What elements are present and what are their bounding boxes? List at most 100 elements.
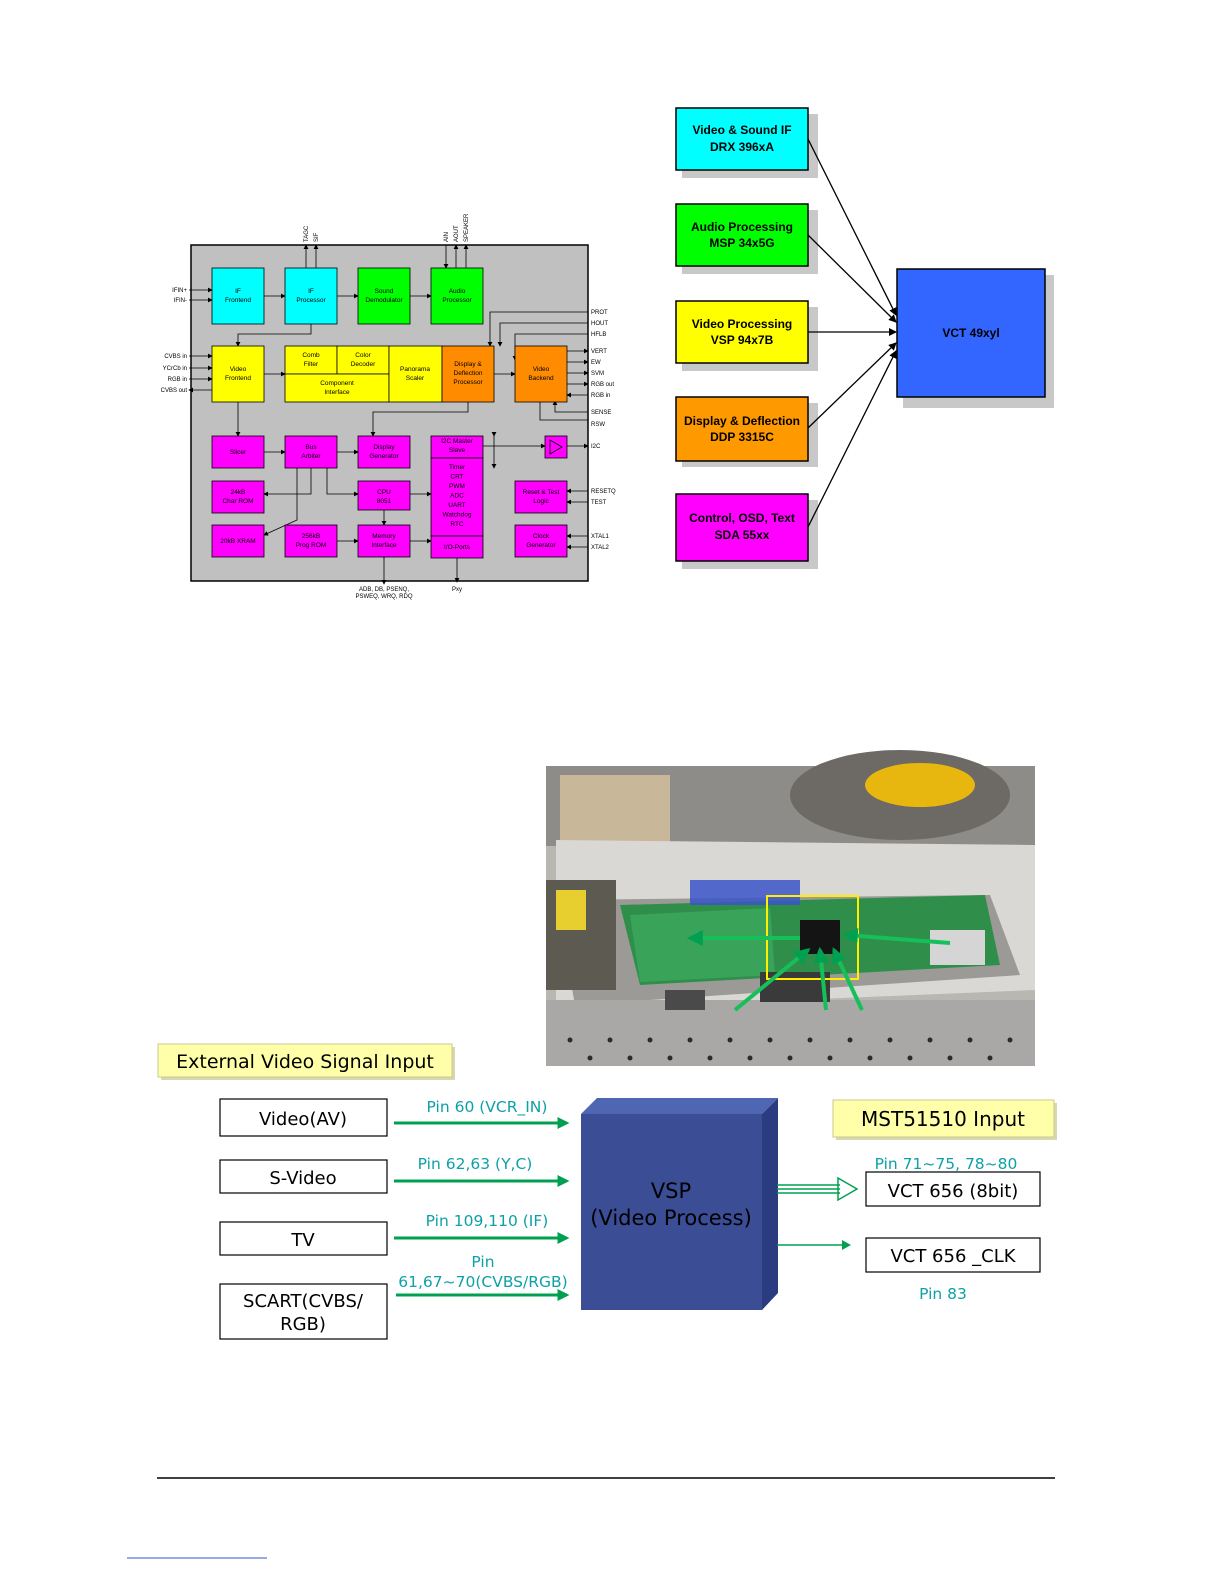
rtc-label: RTC <box>450 521 464 528</box>
memory-interface-block <box>357 524 411 558</box>
input-s-video-label: S-Video <box>269 1168 336 1189</box>
mst-input-header-box <box>832 1099 1055 1138</box>
video-frontend-label-2: Frontend <box>225 375 251 382</box>
buffer-triangle-icon <box>549 439 563 455</box>
external-input-header: External Video Signal Input <box>176 1051 434 1073</box>
photo-arrow-input-2 <box>733 947 811 1012</box>
pin-label-scart-2: 61,67~70(CVBS/RGB) <box>398 1273 567 1291</box>
pin-rgb-in-left: RGB in <box>168 377 187 383</box>
timer-label: Timer <box>449 464 466 471</box>
video-backend-label-2: Backend <box>528 375 554 382</box>
pin-hflb: HFLB <box>591 332 606 338</box>
ic-block-diagram: TAGC SIF AIN AOUT SPEAKER IFIN+ IFIN- CV… <box>161 213 616 600</box>
vsp-label-1: VSP <box>651 1179 691 1203</box>
disp-defl-label-3: Processor <box>453 379 483 386</box>
reset-logic-label: Reset & Test <box>523 489 560 496</box>
arrow-audio-to-vct <box>807 234 897 323</box>
chip-block-video-sound-if <box>675 107 809 171</box>
pin-rgb-out: RGB out <box>591 382 614 388</box>
output-vct656-8bit-label: VCT 656 (8bit) <box>888 1181 1019 1202</box>
vsp-chip <box>800 920 840 954</box>
chip-block-3-line2: VSP 94x7B <box>711 333 774 347</box>
display-generator-block <box>357 435 411 469</box>
if-processor-label-2: Processor <box>296 297 326 304</box>
arrow-control-to-vct <box>807 350 897 528</box>
panorama-label: Panorama <box>400 366 430 373</box>
pin-xtal1: XTAL1 <box>591 534 610 540</box>
chip-block-control-osd <box>675 493 809 562</box>
pin-label-video-av: Pin 60 (VCR_IN) <box>427 1098 548 1117</box>
audio-proc-label: Audio <box>449 288 466 295</box>
disp-defl-label-2: Deflection <box>454 370 483 377</box>
pin-label-s-video: Pin 62,63 (Y,C) <box>418 1155 533 1173</box>
pin-sense: SENSE <box>591 410 611 416</box>
pin-label-vct656-8bit: Pin 71~75, 78~80 <box>875 1155 1018 1173</box>
pin-ain: AIN <box>444 232 450 242</box>
comb-filter-label-2: Filter <box>304 361 319 368</box>
chip-block-display-deflection <box>675 396 809 462</box>
input-scart-box <box>219 1283 388 1340</box>
if-frontend-block <box>211 267 265 325</box>
output-vct656-clk-box <box>865 1237 1041 1273</box>
chip-block-1-line2: DRX 396xA <box>710 140 774 154</box>
pin-ew: EW <box>591 360 601 366</box>
memory-if-label-2: Interface <box>371 542 397 549</box>
pin-label-tv: Pin 109,110 (IF) <box>426 1212 549 1230</box>
char-rom-block <box>211 480 265 514</box>
chip-block-3-line1: Video Processing <box>692 317 792 331</box>
pin-cvbs-out: CVBS out <box>161 388 188 394</box>
pin-prot: PROT <box>591 310 608 316</box>
output-vct656-clk-label: VCT 656 _CLK <box>890 1246 1016 1267</box>
input-video-av-label: Video(AV) <box>259 1109 347 1130</box>
bus-label-1: ADB, DB, PSENQ, <box>359 587 409 593</box>
color-decoder-label-2: Decoder <box>351 361 376 368</box>
chip-block-audio <box>675 203 809 267</box>
disp-defl-label: Display & <box>454 361 482 368</box>
pin-hout: HOUT <box>591 321 608 327</box>
display-gen-label-2: Generator <box>369 453 399 460</box>
pin-rsw: RSW <box>591 422 605 428</box>
pin-test: TEST <box>591 500 607 506</box>
arrow-vct656-clk-head <box>842 1240 851 1250</box>
pwm-label: PWM <box>449 483 465 490</box>
cpu-label-2: 8051 <box>377 498 392 505</box>
pin-aout: AOUT <box>454 225 460 242</box>
reset-logic-label-2: Logic <box>533 498 549 505</box>
panorama-scaler-block <box>388 345 443 403</box>
crt-label: CRT <box>450 474 463 481</box>
sound-demodulator-block <box>357 267 411 325</box>
pin-tagc: TAGC <box>304 225 310 242</box>
vsp-box-top <box>581 1098 778 1114</box>
vsp-box <box>581 1114 762 1310</box>
chip-block-video <box>675 300 809 364</box>
pin-ifin-minus: IFIN- <box>174 298 187 304</box>
timer-group-block <box>430 457 484 537</box>
input-scart-label-2: RGB) <box>280 1314 326 1335</box>
io-ports-block <box>430 535 484 559</box>
component-if-label-2: Interface <box>324 389 350 396</box>
input-tv-label: TV <box>290 1230 315 1251</box>
color-decoder-block <box>336 345 390 375</box>
bus-arbiter-label: Bus <box>305 444 317 451</box>
video-frontend-label: Video <box>230 366 247 373</box>
pin-xtal2: XTAL2 <box>591 545 610 551</box>
pin-ycrcb-in: YCrCb in <box>163 366 187 372</box>
if-processor-label: IF <box>308 288 314 295</box>
prog-rom-label-2: Prog ROM <box>296 542 327 549</box>
prog-rom-label: 256kB <box>302 533 320 540</box>
pin-rgb-in-right: RGB in <box>591 393 610 399</box>
port-label: Pxy <box>452 587 462 593</box>
chip-blocks-diagram: Video & Sound IF DRX 396xA Audio Process… <box>675 107 1054 569</box>
signal-flow-diagram: External Video Signal Input MST51510 Inp… <box>157 1043 1057 1340</box>
component-interface-block <box>284 373 390 403</box>
pin-label-scart-1: Pin <box>471 1253 494 1271</box>
chip-block-2-line1: Audio Processing <box>691 220 793 234</box>
xram-block <box>211 524 265 558</box>
chip-block-4-line1: Display & Deflection <box>684 414 800 428</box>
slicer-label: Slicer <box>230 449 247 456</box>
uart-label: UART <box>448 502 466 509</box>
arrow-if-to-vct <box>807 138 897 316</box>
arrow-vct656-8bit-head <box>837 1176 859 1202</box>
memory-if-label: Memory <box>372 533 396 540</box>
